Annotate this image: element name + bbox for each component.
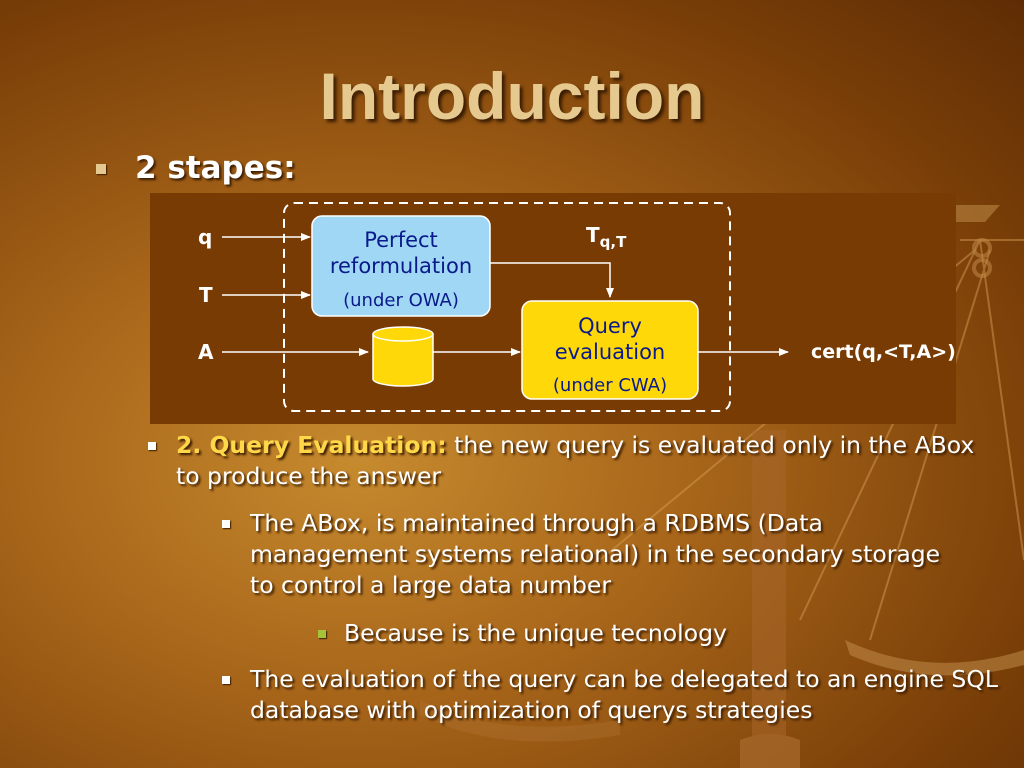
bullet-query-evaluation-item: 2. Query Evaluation: the new query is ev… bbox=[148, 430, 988, 492]
input-t-label: T bbox=[199, 283, 213, 307]
evaluation-line2: evaluation bbox=[555, 340, 665, 364]
evaluation-line3: (under CWA) bbox=[553, 375, 667, 396]
reformulation-box bbox=[311, 215, 491, 317]
bullet-sql-engine-item: The evaluation of the query can be deleg… bbox=[222, 664, 1012, 726]
bullet-square-icon bbox=[222, 520, 230, 528]
query-evaluation-text: the new query is evaluated only in the A… bbox=[176, 431, 975, 490]
tqt-main: T bbox=[586, 223, 600, 247]
input-a-label: A bbox=[198, 340, 214, 364]
reformulation-line1: Perfect bbox=[364, 228, 438, 252]
sql-engine-text: The evaluation of the query can be deleg… bbox=[250, 665, 998, 724]
bullet-unique-technology: Because is the unique tecnology bbox=[318, 618, 958, 649]
pipeline-diagram: q T A Perfect reformulation (under OWA) … bbox=[150, 193, 956, 424]
unique-technology-text: Because is the unique tecnology bbox=[344, 619, 727, 647]
output-label: cert(q,<T,A>) bbox=[811, 341, 956, 363]
tqt-label: Tq,T bbox=[586, 223, 627, 251]
bullet-abox-rdbms: The ABox, is maintained through a RDBMS … bbox=[222, 508, 942, 601]
input-q-label: q bbox=[198, 225, 212, 249]
bullet-sql-engine: The evaluation of the query can be deleg… bbox=[222, 664, 1012, 726]
evaluation-box bbox=[521, 300, 699, 400]
evaluation-line1: Query bbox=[578, 314, 642, 338]
bullet-square-icon bbox=[148, 442, 156, 450]
bullet-green-square-icon bbox=[318, 630, 326, 638]
bullet-unique-technology-item: Because is the unique tecnology bbox=[318, 618, 958, 649]
abox-rdbms-text: The ABox, is maintained through a RDBMS … bbox=[250, 509, 941, 599]
arrow-reformulated-query bbox=[490, 262, 614, 298]
bullet-square-icon bbox=[222, 676, 230, 684]
reformulation-line3: (under OWA) bbox=[343, 290, 459, 311]
slide-title: Introduction bbox=[319, 59, 705, 133]
system-dashed-boundary bbox=[283, 202, 731, 412]
database-icon bbox=[372, 326, 434, 387]
pipeline-diagram-svg: q T A Perfect reformulation (under OWA) … bbox=[198, 202, 956, 412]
bullet-abox-rdbms-item: The ABox, is maintained through a RDBMS … bbox=[222, 508, 942, 601]
bullet-stapes-text: 2 stapes: bbox=[135, 150, 296, 186]
query-evaluation-label: 2. Query Evaluation: bbox=[176, 431, 447, 459]
bullet-square-icon bbox=[96, 164, 106, 174]
bullet-query-evaluation: 2. Query Evaluation: the new query is ev… bbox=[148, 430, 988, 492]
reformulation-line2: reformulation bbox=[330, 254, 472, 278]
tqt-sub: q,T bbox=[600, 233, 627, 251]
